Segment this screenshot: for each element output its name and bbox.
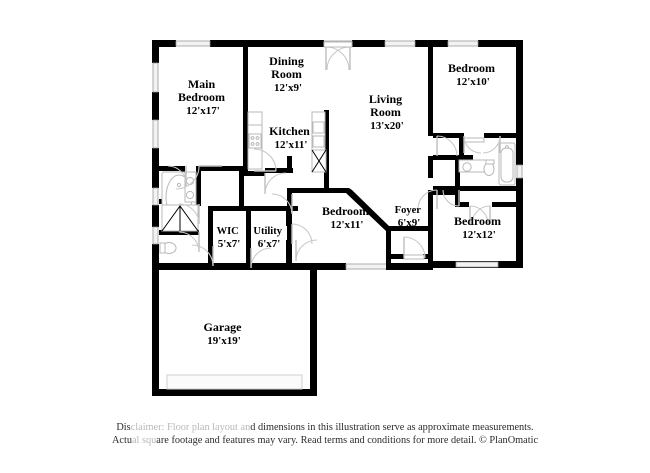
doors [167, 41, 501, 269]
room-label-wic: WIC 5'x7' [217, 226, 242, 250]
room-label-main-bedroom: Main Bedroom 12'x17' [178, 77, 228, 117]
disclaimer-line-1: Disclaimer: Floor plan layout and dimens… [0, 422, 650, 435]
room-label-living-room: Living Room 13'x20' [369, 92, 405, 132]
disclaimer-line2-end: are footage and features may vary. Read … [156, 434, 539, 446]
room-label-dining-room: Dining Room 12'x9' [269, 54, 307, 94]
disclaimer-text: Disclaimer: Floor plan layout and dimens… [0, 422, 650, 447]
room-label-bedroom-bottom-right: Bedroom 12'x12' [454, 214, 504, 241]
room-label-bedroom-top-right: Bedroom 12'x10' [448, 61, 498, 88]
room-label-bedroom-center: Bedroom 12'x11' [322, 204, 372, 231]
room-label-kitchen: Kitchen 12'x11' [269, 124, 313, 151]
disclaimer-line1-end: d dimensions in this illustration serve … [250, 422, 534, 433]
exterior-walls [152, 40, 523, 396]
disclaimer-line2-faded: al squ [131, 434, 157, 446]
room-label-foyer: Foyer 6'x9' [395, 205, 424, 229]
fixtures [159, 111, 516, 254]
disclaimer-line1-faded: claimer: Floor plan layout an [130, 422, 251, 433]
room-label-utility: Utility 6'x7' [253, 226, 284, 250]
disclaimer-line1-start: Dis [116, 422, 131, 433]
disclaimer-line-2: Actual square footage and features may v… [0, 435, 650, 448]
disclaimer-line2-start: Actu [111, 434, 132, 446]
room-labels: Main Bedroom 12'x17' Dining Room 12'x9' … [178, 54, 504, 347]
room-label-garage: Garage 19'x19' [204, 320, 245, 347]
